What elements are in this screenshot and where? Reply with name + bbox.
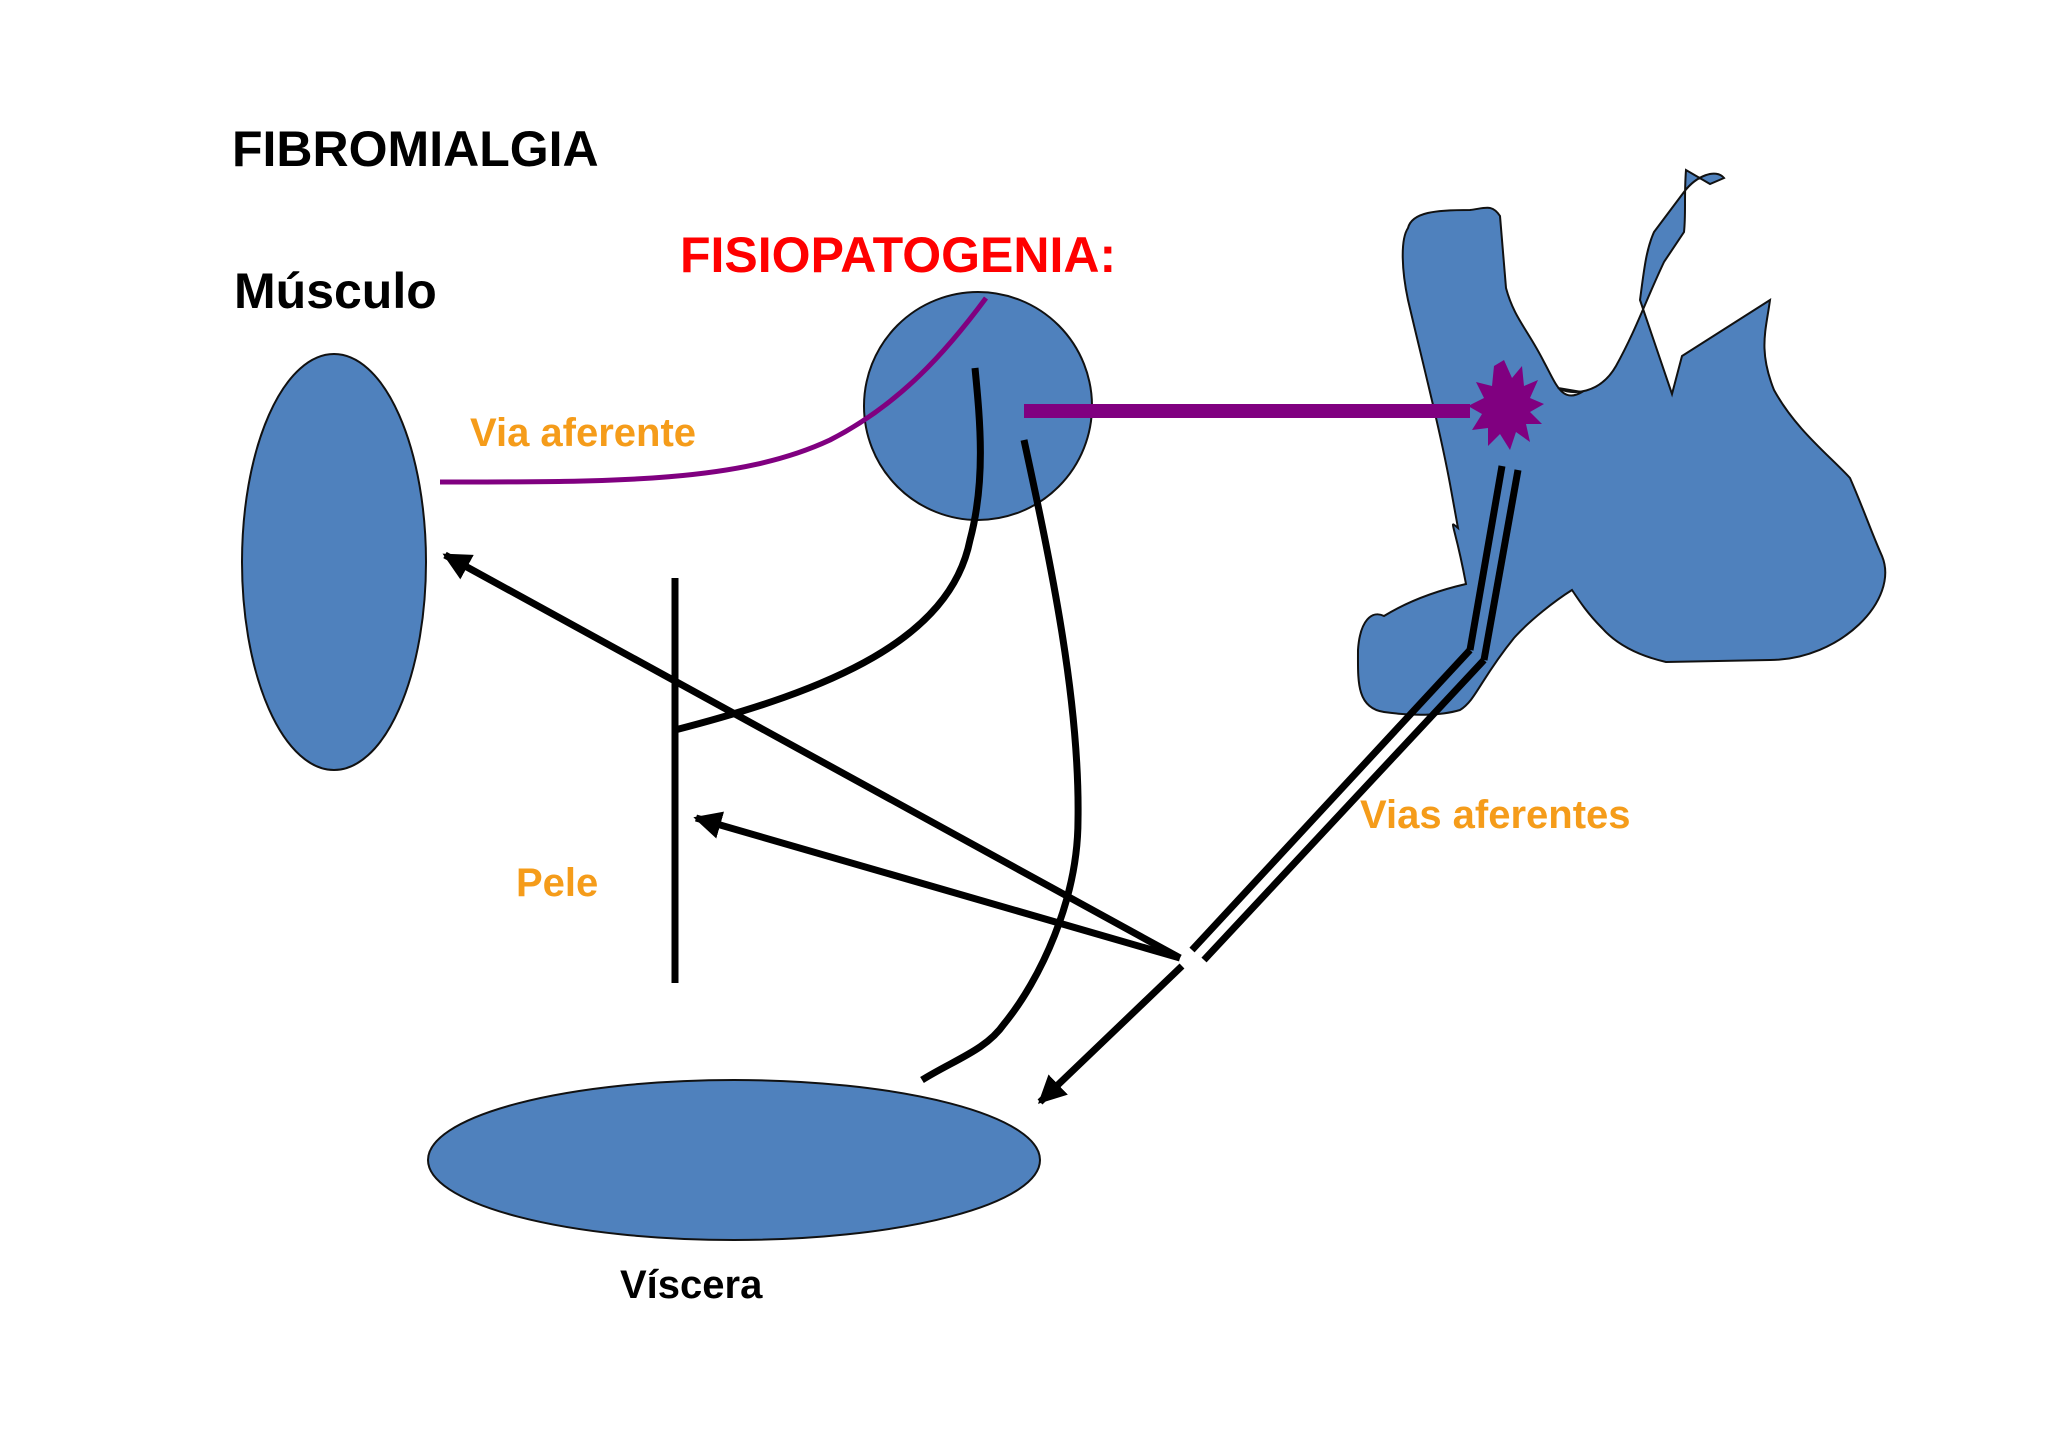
diagram-subtitle: FISIOPATOGENIA: — [680, 227, 1116, 283]
viscera-nerve-fiber — [920, 439, 1082, 1083]
muscle-label: Músculo — [234, 263, 437, 319]
muscle-shape — [241, 353, 427, 771]
cord-afferent-line-b — [1480, 469, 1522, 661]
viscera-label: Víscera — [620, 1263, 763, 1307]
arrow-to-muscle — [442, 551, 1182, 962]
muscle-afferent-pathway — [439, 296, 989, 485]
arrow-to-skin — [693, 811, 1181, 962]
spinal-cord-shape — [1356, 168, 1887, 716]
descending-afferent-line-a — [1189, 647, 1473, 953]
diagram-title: FIBROMIALGIA — [232, 121, 599, 177]
afferent-paths-label: Vias aferentes — [1360, 793, 1631, 837]
afferent-path-label: Via aferente — [470, 411, 696, 455]
arrow-to-viscera — [1037, 963, 1185, 1105]
skin-label: Pele — [516, 861, 598, 905]
skin-nerve-fiber — [674, 367, 984, 734]
cord-afferent-line-a — [1466, 465, 1506, 651]
viscera-shape — [427, 1079, 1041, 1241]
descending-afferent-line-b — [1201, 657, 1487, 963]
sensitization-burst — [1468, 360, 1544, 450]
